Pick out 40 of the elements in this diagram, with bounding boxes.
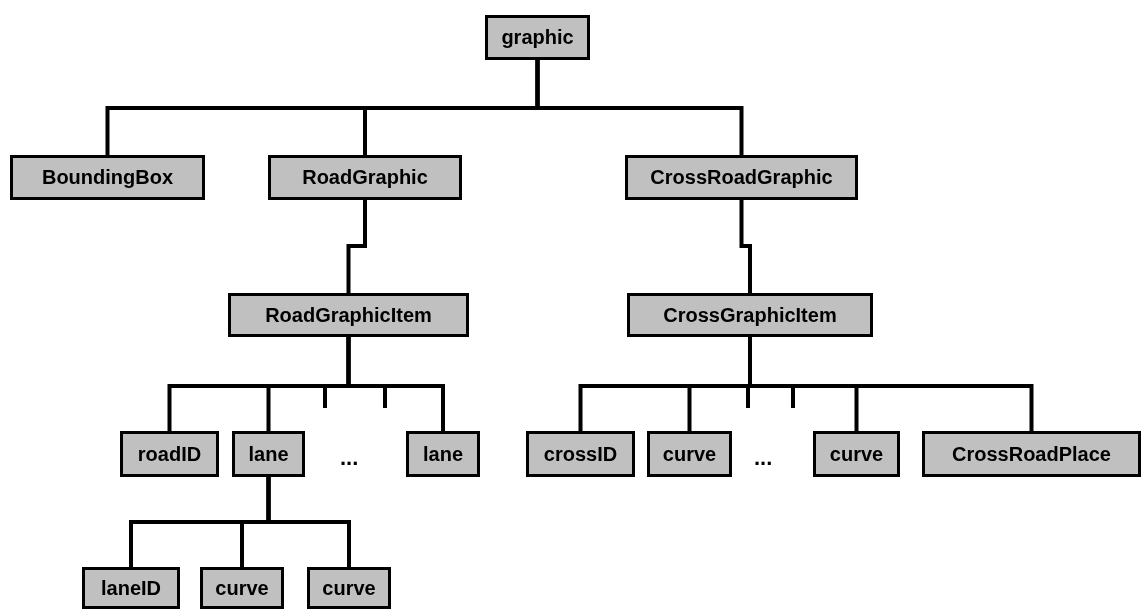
tree-connector	[346, 335, 445, 433]
class-box	[200, 567, 284, 609]
node-label: curve	[829, 442, 884, 466]
ellipsis-label: ...	[340, 445, 359, 471]
class-box	[10, 155, 205, 200]
class-box	[627, 293, 873, 337]
class-box	[232, 431, 305, 477]
node-label: lane	[248, 442, 289, 466]
node-label: CrossRoadGraphic	[650, 166, 833, 189]
node-label: curve	[662, 442, 717, 466]
node-label: BoundingBox	[41, 166, 174, 189]
class-box	[307, 567, 391, 609]
tree-connector	[739, 198, 752, 295]
node-label: laneID	[101, 576, 161, 600]
tree-connector	[748, 335, 1034, 433]
ellipsis-label: ...	[754, 445, 773, 471]
node-label: crossID	[543, 442, 618, 466]
class-box	[268, 155, 462, 200]
node-label: curve	[322, 576, 376, 600]
node-label: CrossRoadPlace	[952, 442, 1111, 466]
class-box	[625, 155, 858, 200]
node-label: CrossGraphicItem	[663, 303, 837, 327]
class-box	[922, 431, 1141, 477]
class-box	[120, 431, 219, 477]
class-box	[82, 567, 180, 609]
tree-connector	[266, 475, 351, 569]
class-box	[647, 431, 732, 477]
tree-connector	[346, 198, 367, 295]
class-box	[526, 431, 635, 477]
node-label: roadID	[137, 442, 202, 466]
node-label: RoadGraphicItem	[265, 303, 432, 327]
node-label: curve	[215, 576, 269, 600]
class-box	[406, 431, 480, 477]
class-box	[485, 15, 590, 60]
node-label: graphic	[501, 26, 574, 49]
tree-connector	[535, 58, 744, 157]
class-box	[813, 431, 900, 477]
node-label: lane	[423, 442, 463, 466]
node-label: RoadGraphic	[302, 166, 428, 189]
class-box	[228, 293, 469, 337]
